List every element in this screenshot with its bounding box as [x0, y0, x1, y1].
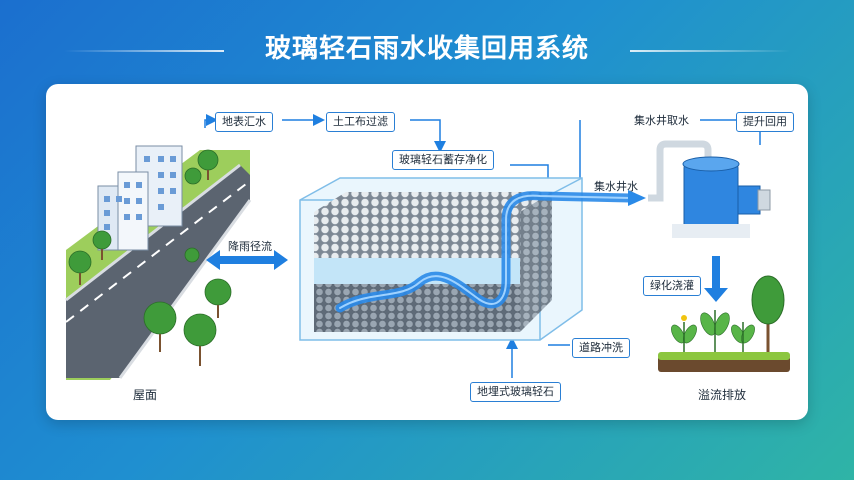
plants-icon	[658, 275, 790, 372]
greening-arrow	[704, 256, 728, 302]
tree-icon	[68, 149, 232, 347]
label-overflow: 溢流排放	[698, 388, 747, 402]
label-rain-runoff: 降雨径流	[228, 240, 272, 253]
label-roof: 屋面	[133, 388, 158, 402]
rain-runoff-arrow	[206, 250, 288, 270]
label-well-water: 集水井水	[594, 180, 638, 193]
label-buried: 地埋式玻璃轻石	[470, 382, 561, 402]
label-surface-runoff: 地表汇水	[215, 112, 273, 132]
title-decoration-left	[64, 50, 224, 52]
city-scene	[65, 145, 252, 380]
label-lift-reuse: 提升回用	[736, 112, 794, 132]
lift-pump-icon	[648, 140, 771, 238]
page-title: 玻璃轻石雨水收集回用系统	[264, 34, 589, 64]
label-road-wash: 道路冲洗	[572, 338, 630, 358]
storage-tank	[299, 177, 646, 341]
label-geotextile: 土工布过滤	[326, 112, 395, 132]
label-storage: 玻璃轻石蓄存净化	[392, 150, 494, 170]
label-greening: 绿化浇灌	[643, 276, 701, 296]
label-collect-well: 集水井取水	[634, 114, 689, 127]
